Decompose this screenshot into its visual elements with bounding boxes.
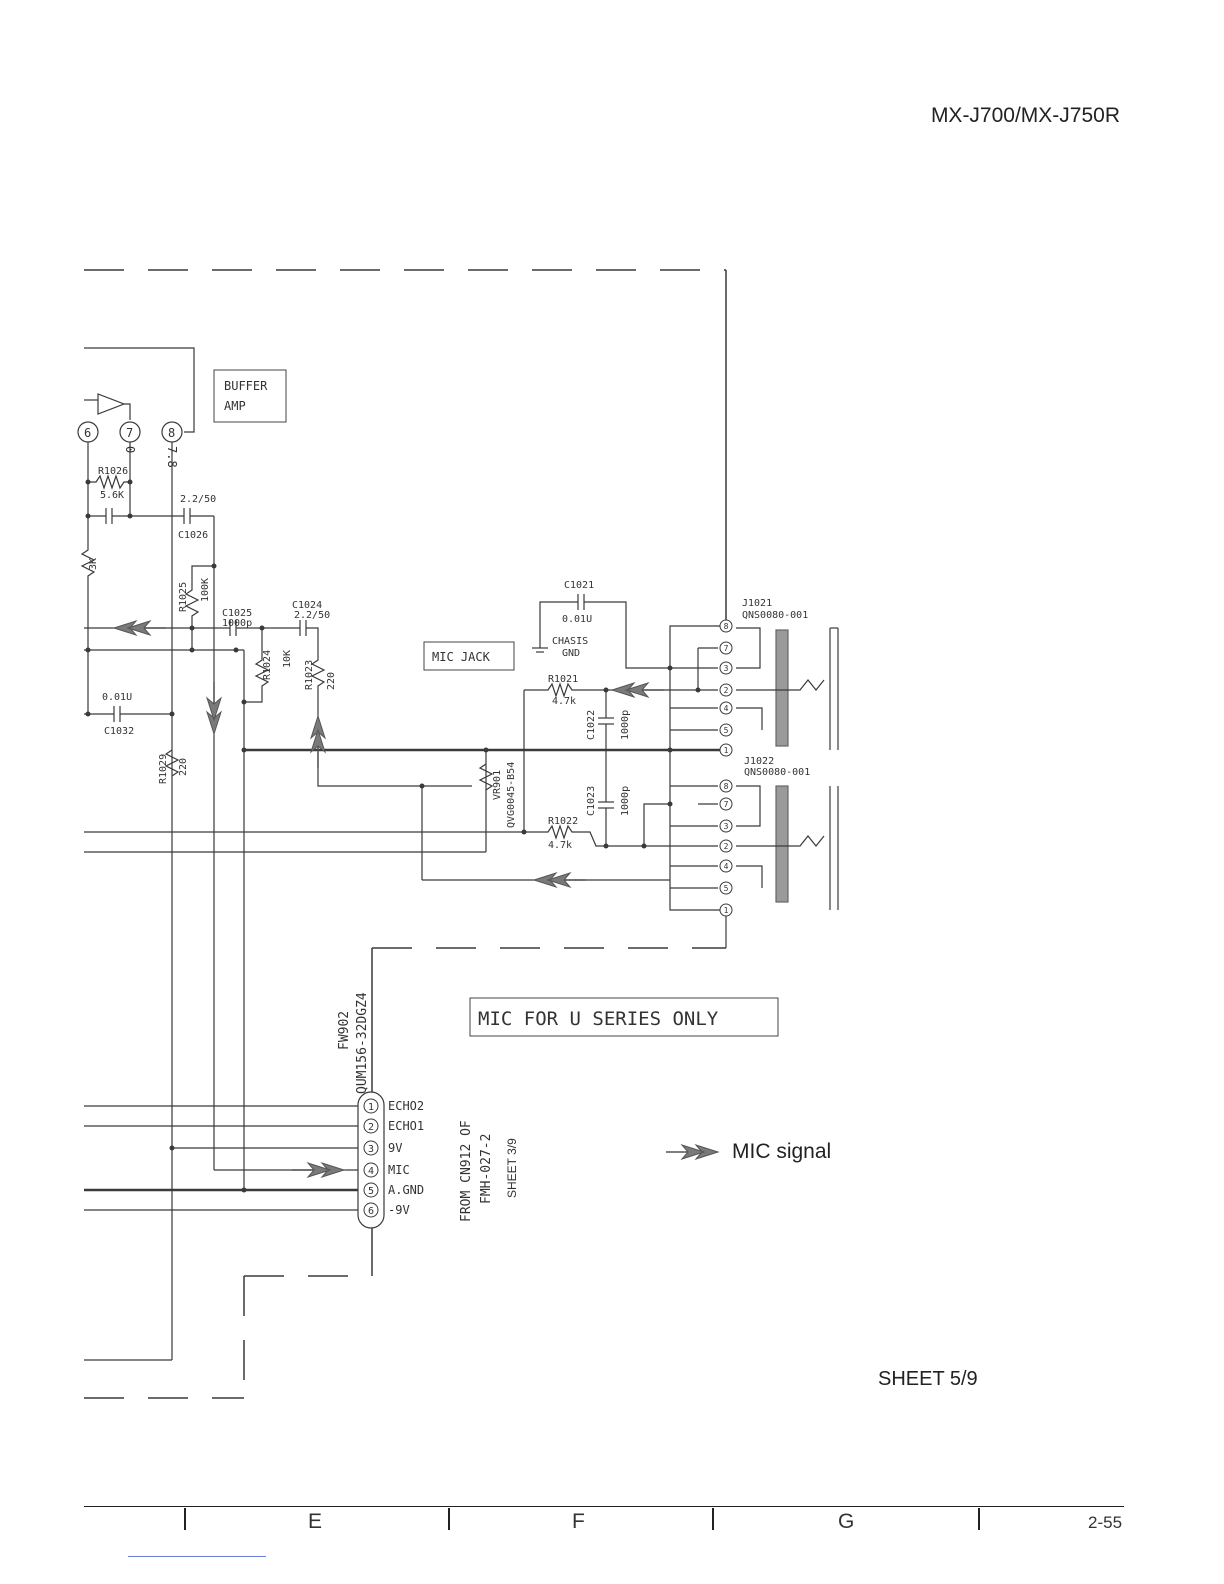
ic-pin-6: 6 — [84, 426, 91, 440]
c1026-value: 2.2/50 — [180, 494, 216, 505]
r1026-ref: R1026 — [98, 466, 128, 477]
from-sheet-label: SHEET 3/9 — [505, 1138, 519, 1198]
j1021-pin-2: 2 — [724, 686, 729, 695]
r1022-value: 4.7k — [548, 840, 572, 851]
model-title: MX-J700/MX-J750R — [930, 104, 1120, 127]
mic-jack-label: MIC JACK — [432, 650, 491, 664]
connector-pin-6-label: -9V — [388, 1203, 410, 1217]
j1021-pin-7: 7 — [724, 644, 729, 653]
c1023-ref: C1023 — [586, 786, 597, 816]
vr901-value: QVG0045-B54 — [506, 762, 517, 828]
connector-pin-3-num: 3 — [368, 1144, 374, 1155]
connector-pin-1-label: ECHO2 — [388, 1099, 424, 1113]
connector-pin-4-num: 4 — [368, 1166, 374, 1177]
r1023-ref: R1023 — [304, 660, 315, 690]
j1022-value: QNS0080-001 — [744, 767, 810, 778]
ic-pin-7: 7 — [126, 426, 133, 440]
j1021-pin-8: 8 — [724, 622, 729, 631]
page-number: 2-55 — [1088, 1513, 1123, 1532]
connector-pin-5-label: A.GND — [388, 1183, 424, 1197]
r1023-value: 220 — [326, 672, 337, 690]
j1021-pin-3: 3 — [724, 664, 729, 673]
connector-pin-2-num: 2 — [368, 1122, 374, 1133]
from-cn912-label: FROM CN912 OF — [459, 1120, 474, 1222]
ic-pin-7-voltage: 0 — [123, 446, 137, 453]
c1032-value: 0.01U — [102, 692, 132, 703]
connector-part: QUM156-32DGZ4 — [355, 992, 370, 1094]
j1022-pin-4: 4 — [724, 862, 729, 871]
j1021-pin-1: 1 — [724, 746, 729, 755]
c1022-ref: C1022 — [586, 710, 597, 740]
c1024-value: 2.2/50 — [294, 610, 330, 621]
chassis-gnd-label-2: GND — [562, 648, 580, 659]
blue-rule — [128, 1556, 266, 1557]
connector-pin-4-label: MIC — [388, 1163, 410, 1177]
from-board-label: FMH-027-2 — [479, 1134, 494, 1204]
j1022-pin-8: 8 — [724, 782, 729, 791]
chassis-gnd-label: CHASIS — [552, 636, 588, 647]
r1029-value: 220 — [178, 758, 189, 776]
mic-signal-legend: MIC signal — [732, 1140, 832, 1163]
footer-col-tick — [184, 1508, 186, 1530]
j1022-pin-3: 3 — [724, 822, 729, 831]
mic-for-u-series-label: MIC FOR U SERIES ONLY — [478, 1008, 719, 1030]
j1022-pin-7: 7 — [724, 800, 729, 809]
ic-pin-8: 8 — [168, 426, 175, 440]
j1022-pin-1: 1 — [724, 906, 729, 915]
footer-col-f: F — [572, 1510, 585, 1533]
j1021-pin-5: 5 — [724, 726, 729, 735]
mic-signal-arrow — [113, 620, 665, 1178]
footer-rule — [84, 1506, 1124, 1507]
sheet-number: SHEET 5/9 — [878, 1368, 978, 1390]
connector-pin-6-num: 6 — [368, 1206, 374, 1217]
c1025-ref: C1025 — [222, 608, 252, 619]
c1025-value: 1000p — [222, 618, 252, 629]
r1026-value: 5.6K — [100, 490, 124, 501]
connector-ref: FW902 — [337, 1011, 352, 1050]
j1022-pin-5: 5 — [724, 884, 729, 893]
footer-col-tick — [448, 1508, 450, 1530]
c1032-ref: C1032 — [104, 726, 134, 737]
j1021-ref: J1021 — [742, 598, 772, 609]
c1022-value: 1000p — [620, 710, 631, 740]
r1024-ref: R1024 — [262, 650, 273, 680]
c1024-ref: C1024 — [292, 600, 322, 611]
r1025-ref: R1025 — [178, 582, 189, 612]
r1022-ref: R1022 — [548, 816, 578, 827]
connector-pin-1-num: 1 — [368, 1102, 374, 1113]
r1029-ref: R1029 — [158, 754, 169, 784]
ic-pin-8-voltage: 7.8 — [165, 446, 179, 468]
connector-pin-3-label: 9V — [388, 1141, 402, 1155]
j1022-ref: J1022 — [744, 756, 774, 767]
vr901-ref: VR901 — [492, 770, 503, 800]
footer-col-e: E — [308, 1510, 323, 1533]
legend-signal-arrow-icon — [665, 1144, 719, 1160]
c1021-ref: C1021 — [564, 580, 594, 591]
j1021-pin-4: 4 — [724, 704, 729, 713]
footer-col-g: G — [838, 1510, 855, 1533]
r1025-value: 100K — [200, 578, 211, 602]
j1021-value: QNS0080-001 — [742, 610, 808, 621]
c1021-value: 0.01U — [562, 614, 592, 625]
buffer-amp-label: BUFFER — [224, 379, 268, 393]
r1024-value: 10K — [282, 650, 293, 668]
c1026-ref: C1026 — [178, 530, 208, 541]
r3k-value: 3K — [88, 558, 99, 570]
footer-col-tick — [978, 1508, 980, 1530]
c1023-value: 1000p — [620, 786, 631, 816]
r1021-ref: R1021 — [548, 674, 578, 685]
connector-pin-5-num: 5 — [368, 1186, 374, 1197]
r1021-value: 4.7k — [552, 696, 576, 707]
buffer-amp-label-2: AMP — [224, 399, 246, 413]
j1022-pin-2: 2 — [724, 842, 729, 851]
connector-pin-2-label: ECHO1 — [388, 1119, 424, 1133]
footer-col-tick — [712, 1508, 714, 1530]
